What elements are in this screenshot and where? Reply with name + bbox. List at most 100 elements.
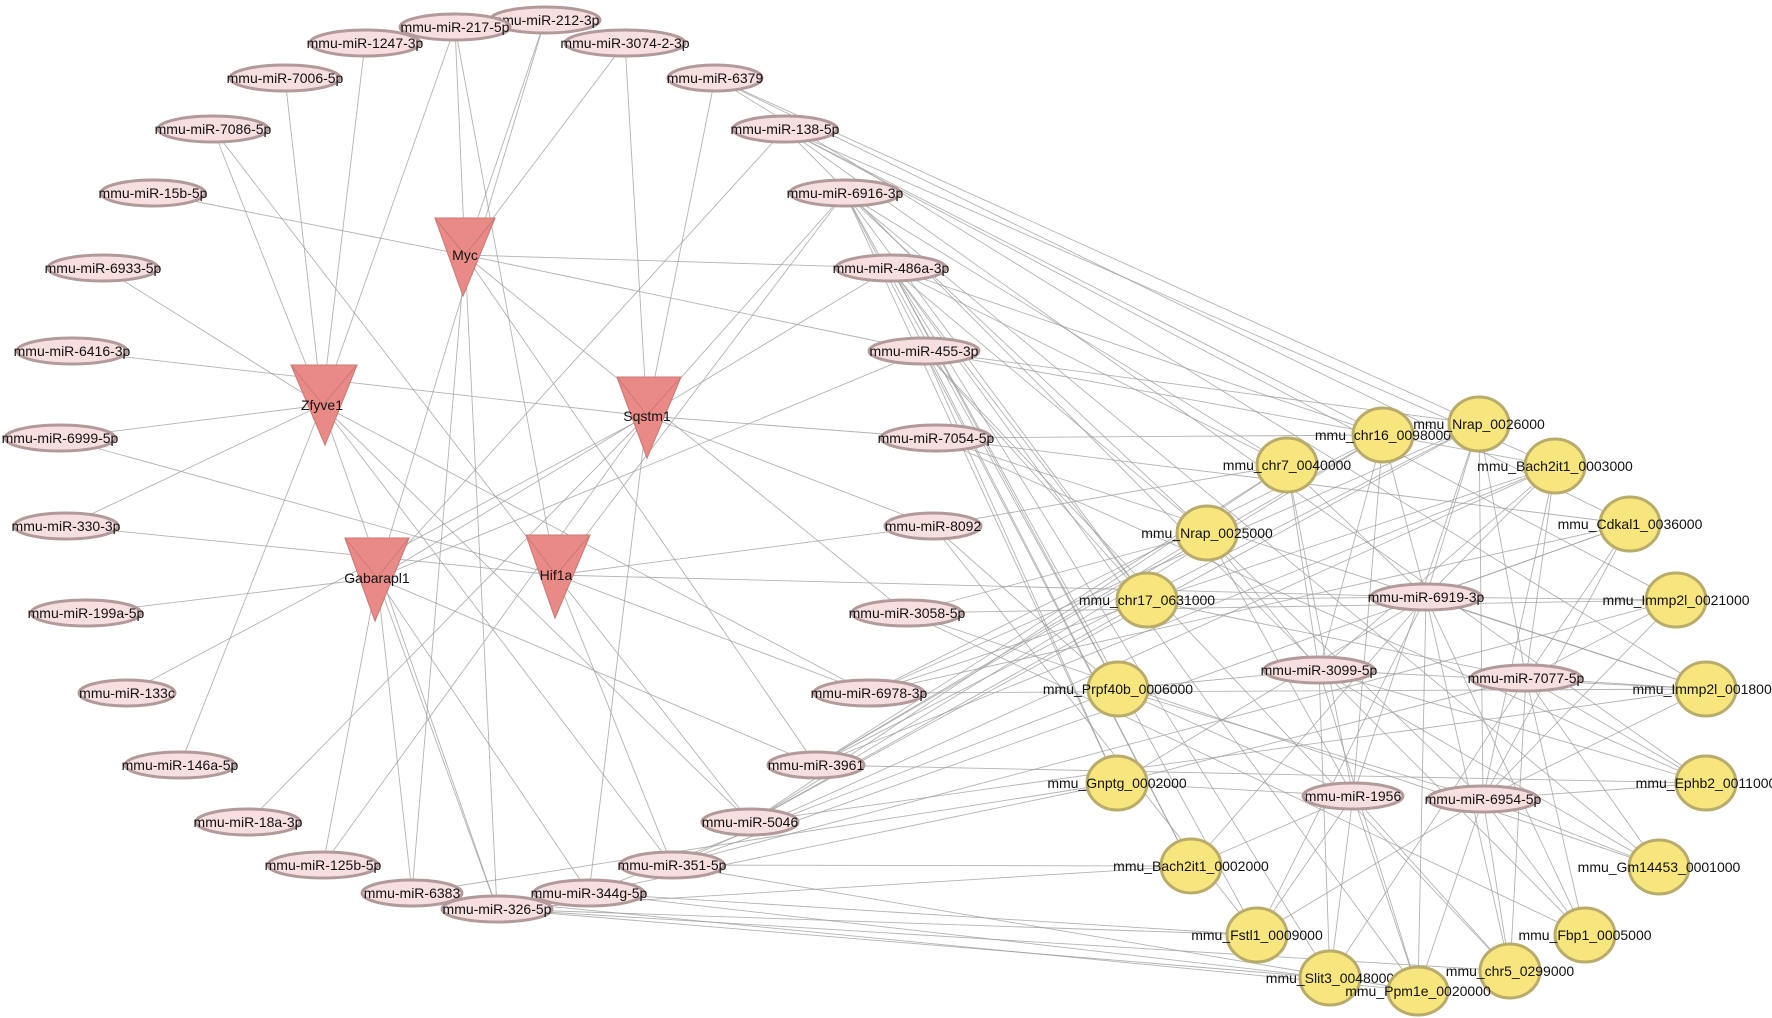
gene-node[interactable]: Zfyve1 [290,364,358,447]
mirna-node[interactable]: mmu-miR-18a-3p [194,807,303,837]
mirna-node[interactable]: mmu-miR-6919-3p [1368,582,1485,612]
network-edge [890,267,1288,466]
svg-text:mmu-miR-6919-3p: mmu-miR-6919-3p [1368,589,1485,605]
circrna-node[interactable]: mmu_Immp2l_0021000 [1602,571,1750,629]
network-edge [59,437,557,576]
svg-text:mmu-miR-6416-3p: mmu-miR-6416-3p [14,343,131,359]
svg-text:mmu_Gnptg_0002000: mmu_Gnptg_0002000 [1047,775,1187,791]
svg-text:mmu-miR-3961: mmu-miR-3961 [768,757,865,773]
network-edge [1417,798,1484,992]
mirna-node[interactable]: mmu-miR-7077-5p [1468,663,1585,693]
mirna-node[interactable]: mmu-miR-330-3p [12,511,121,541]
circrna-node[interactable]: mmu_chr17_0631000 [1079,571,1215,629]
mirna-node[interactable]: mmu-miR-6416-3p [14,336,131,366]
mirna-node[interactable]: mmu-miR-3058-5p [849,598,966,628]
network-edge [923,350,1118,784]
mirna-node[interactable]: mmu-miR-138-5p [731,114,840,144]
circrna-node[interactable]: mmu_Nrap_0026000 [1413,395,1545,453]
circrna-node[interactable]: mmu_Gm14453_0001000 [1578,838,1741,896]
network-edge [1318,465,1556,671]
mirna-node[interactable]: mmu-miR-217-5p [398,12,512,42]
mirna-node[interactable]: mmu-miR-7054-5p [878,423,995,453]
svg-text:mmu_chr16_0098000: mmu_chr16_0098000 [1315,427,1451,443]
circrna-node[interactable]: mmu_chr7_0040000 [1223,436,1352,494]
mirna-node[interactable]: mmu-miR-1956 [1301,781,1405,811]
network-edge [890,267,1148,601]
network-edge [844,192,1288,466]
svg-text:mmu-miR-212-3p: mmu-miR-212-3p [491,12,600,28]
network-edge [555,192,846,576]
network-edge [1146,599,1527,679]
mirna-node[interactable]: mmu-miR-125b-5p [265,850,382,880]
mirna-node[interactable]: mmu-miR-6954-5p [1425,784,1542,814]
network-edges [59,19,1707,992]
network-edge [1525,465,1556,679]
mirna-node[interactable]: mmu-miR-7006-5p [227,63,344,93]
circrna-node[interactable]: mmu_Nrap_0025000 [1141,504,1273,562]
mirna-node[interactable]: mmu-miR-486a-3p [833,253,950,283]
network-edge [815,465,1556,766]
gene-node[interactable]: Gabarapl1 [344,537,410,623]
svg-text:mmu_chr5_0299000: mmu_chr5_0299000 [1446,963,1575,979]
gene-node[interactable]: Myc [434,217,496,298]
circrna-node[interactable]: mmu_Fstl1_0009000 [1191,906,1323,964]
mirna-node[interactable]: mmu-miR-326-5p [440,894,554,924]
circrna-node[interactable]: mmu_Immp2l_0018000 [1632,660,1772,718]
mirna-node[interactable]: mmu-miR-455-3p [867,336,981,366]
network-edge [624,42,648,417]
mirna-node[interactable]: mmu-miR-6383 [360,878,464,908]
svg-text:mmu_Ppm1e_0020000: mmu_Ppm1e_0020000 [1345,983,1491,999]
svg-text:mmu-miR-6999-5p: mmu-miR-6999-5p [2,430,119,446]
mirna-node[interactable]: mmu-miR-146a-5p [122,750,239,780]
svg-text:mmu-miR-6379: mmu-miR-6379 [667,70,764,86]
mirna-node[interactable]: mmu-miR-3074-2-3p [560,28,690,58]
circrna-node[interactable]: mmu_chr5_0299000 [1446,942,1575,1000]
svg-text:mmu_Immp2l_0018000: mmu_Immp2l_0018000 [1632,681,1772,697]
circrna-node[interactable]: mmu_Slit3_0048000 [1266,949,1395,1007]
circrna-node[interactable]: mmu_Bach2it1_0002000 [1113,837,1269,895]
svg-text:mmu_Fbp1_0005000: mmu_Fbp1_0005000 [1518,927,1651,943]
circrna-node[interactable]: mmu_Ppm1e_0020000 [1345,965,1491,1017]
network-edge [496,908,1511,972]
circrna-node[interactable]: mmu_Bach2it1_0003000 [1477,437,1633,495]
mirna-node[interactable]: mmu-miR-1247-3p [307,28,424,58]
network-edge [923,350,1556,467]
mirna-node[interactable]: mmu-miR-6933-5p [45,253,162,283]
svg-text:mmu_Nrap_0026000: mmu_Nrap_0026000 [1413,416,1545,432]
mirna-node[interactable]: mmu-miR-6978-3p [811,678,928,708]
circrna-node[interactable]: mmu_Cdkal1_0036000 [1558,495,1703,553]
circrna-node[interactable]: mmu_Prpf40b_0006000 [1043,660,1193,718]
mirna-node[interactable]: mmu-miR-6999-5p [2,423,119,453]
mirna-node[interactable]: mmu-miR-3961 [766,750,866,780]
mirna-node[interactable]: mmu-miR-6379 [666,63,764,93]
mirna-node[interactable]: mmu-miR-199a-5p [28,598,145,628]
mirna-node[interactable]: mmu-miR-351-5p [618,850,727,880]
circrna-node[interactable]: mmu_Gnptg_0002000 [1047,754,1187,812]
network-edge [1116,677,1527,784]
gene-node[interactable]: Sqstm1 [616,376,682,460]
network-edge [1482,465,1556,800]
mirna-node[interactable]: mmu-miR-5046 [700,807,800,837]
mirna-node[interactable]: mmu-miR-8092 [883,511,983,541]
svg-text:mmu-miR-7077-5p: mmu-miR-7077-5p [1468,670,1585,686]
circrna-node[interactable]: mmu_chr16_0098000 [1315,406,1451,464]
mirna-node[interactable]: mmu-miR-344g-5p [531,878,648,908]
circrna-node[interactable]: mmu_Ephb2_0011000 [1636,754,1772,812]
gene-node[interactable]: Hif1a [525,534,591,620]
network-edge [588,892,1331,979]
mirna-node[interactable]: mmu-miR-7086-5p [155,114,272,144]
svg-text:mmu_chr7_0040000: mmu_chr7_0040000 [1223,457,1352,473]
mirna-node[interactable]: mmu-miR-6916-3p [787,178,904,208]
circrna-node[interactable]: mmu_Fbp1_0005000 [1518,906,1652,964]
mirna-node[interactable]: mmu-miR-3099-5p [1261,655,1378,685]
network-edge [376,577,498,910]
mirna-node[interactable]: mmu-miR-133c [77,678,177,708]
network-edge [784,128,1384,436]
network-edge [376,577,413,894]
network-edge [454,26,557,576]
mirna-node[interactable]: mmu-miR-15b-5p [99,178,208,208]
svg-text:mmu-miR-1247-3p: mmu-miR-1247-3p [307,35,424,51]
svg-text:mmu_Bach2it1_0003000: mmu_Bach2it1_0003000 [1477,458,1633,474]
network-edge [321,404,870,694]
svg-text:mmu-miR-15b-5p: mmu-miR-15b-5p [99,185,208,201]
